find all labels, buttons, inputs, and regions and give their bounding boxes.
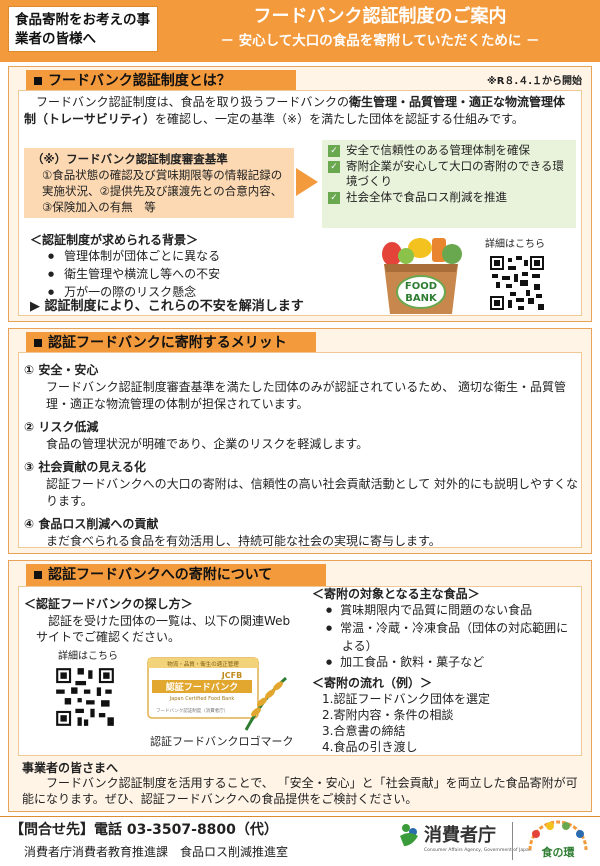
find-column: ＜認証フードバンクの探し方＞ 認証を受けた団体の一覧は、以下の関連Webサイトで… [24, 596, 298, 645]
page-subtitle: － 安心して大口の食品を寄附していただくために － [220, 33, 540, 49]
find-body: 認証を受けた団体の一覧は、以下の関連Webサイトでご確認ください。 [36, 614, 291, 645]
merit-title: ② リスク低減 [24, 420, 99, 434]
start-date-note: ※R８.４.１から開始 [486, 76, 582, 87]
footer [0, 816, 600, 866]
logo-top-text: 物流・品質・衛生の適正管理 [167, 660, 239, 668]
background-item: 万が一の際のリスク懸念 [48, 284, 220, 302]
closing-body: フードバンク認証制度を活用することで、 「安全・安心」と「社会貢献」を両立した食… [22, 776, 578, 806]
logo-caption: 認証フードバンクロゴマーク [150, 735, 294, 748]
mascot-text: 食の環 [542, 845, 576, 859]
intro-text-bold: 衛生管理・品質管理・適正な物流管理体制（トレーサビリティ） [24, 95, 565, 126]
contact-label: 【問合せ先】 [10, 822, 94, 838]
section-merit-panel [18, 352, 582, 548]
flow-item: 2.寄附内容・条件の相談 [322, 708, 454, 722]
benefit-text: 社会全体で食品ロス削減を推進 [346, 189, 507, 204]
logo-en: Japan Certified Food Bank [169, 696, 235, 702]
merit-body: フードバンク認証制度審査基準を満たした団体のみが認証されているため、 適切な衛生… [46, 380, 567, 411]
background-item: 衛生管理や横流し等への不安 [48, 266, 220, 284]
footer-divider [512, 822, 513, 860]
food-bank-bag-illustration: FOOD BANK [382, 238, 462, 314]
background-title: ＜認証制度が求められる背景＞ [30, 233, 199, 247]
logo-main: 認証フードバンク [166, 681, 238, 693]
logo-code: JCFB [221, 671, 242, 680]
page-title: フードバンク認証制度のご案内 [253, 6, 507, 27]
background-list: 管理体制が団体ごとに異なる 衛生管理や横流し等への不安 万が一の際のリスク懸念 [48, 248, 220, 302]
flow-item: 1.認証フードバンク団体を選定 [322, 692, 491, 706]
merit-title: ① 安全・安心 [24, 363, 99, 377]
section-merit-heading: 認証フードバンクに寄附するメリット [26, 332, 316, 354]
background-item: 管理体制が団体ごとに異なる [48, 248, 220, 266]
bank-label: BANK [405, 293, 438, 304]
intro-text-a: フードバンク認証制度は、食品を取り扱うフードバンクの [36, 95, 349, 109]
mascot-logo: 食の環 [528, 820, 588, 859]
merit-body: 食品の管理状況が明確であり、企業のリスクを軽減します。 [46, 437, 369, 451]
check-icon: ✓ [328, 145, 340, 157]
contact-phone: 電話 03-3507-8800（代） [94, 822, 278, 838]
section-donation-heading: 認証フードバンクへの寄附について [26, 564, 326, 586]
certification-intro: フードバンク認証制度は、食品を取り扱うフードバンクの衛生管理・品質管理・適正な物… [24, 94, 576, 128]
standard-title: （※）フードバンク認証制度審査基準 [32, 152, 228, 166]
agency-name-en: Consumer Affairs Agency, Government of J… [424, 848, 532, 853]
qr-code-icon[interactable] [54, 666, 116, 728]
flow-title: ＜寄附の流れ（例）＞ [312, 676, 433, 690]
food-label: FOOD [405, 281, 437, 292]
benefit-item: ✓ 社会全体で食品ロス削減を推進 [328, 190, 570, 206]
closing-title: 事業者の皆さまへ [22, 761, 119, 775]
section-certification-heading: フードバンク認証制度とは？ [26, 70, 296, 92]
contact-office: 消費者庁消費者教育推進課 食品ロス削減推進室 [24, 845, 289, 859]
benefit-text: 寄附企業が安心して大口の寄附のできる環境づくり [346, 158, 564, 189]
target-title: ＜寄附の対象となる主な食品＞ [312, 587, 480, 601]
benefit-item: ✓ 寄附企業が安心して大口の寄附のできる環境づくり [328, 159, 570, 190]
flow-item: 4.食品の引き渡し [322, 740, 418, 754]
arrow-right-icon [296, 168, 318, 196]
target-item: ●常温・冷蔵・冷凍食品（団体の対応範囲による） [326, 621, 569, 653]
jcfb-logo: 物流・品質・衛生の適正管理 JCFB 認証フードバンク Japan Certif… [147, 657, 287, 731]
benefit-text: 安全で信頼性のある管理体制を確保 [346, 143, 530, 157]
target-item: ●賞味期限内で品質に問題のない食品 [326, 603, 533, 617]
check-icon: ✓ [328, 160, 340, 173]
intro-text-c: を確認し、一定の基準（※）を満たした団体を認証する仕組みです。 [155, 112, 524, 126]
contact-line: 【問合せ先】電話 03-3507-8800（代） [10, 820, 278, 840]
benefits-box: ✓ 安全で信頼性のある管理体制を確保 ✓ 寄附企業が安心して大口の寄附のできる環境づ… [322, 140, 576, 228]
consumer-agency-logo-icon [400, 824, 418, 846]
merit-title: ③ 社会貢献の見える化 [24, 460, 146, 474]
audience-label: 食品寄附をお考えの事業者の皆様へ [8, 6, 158, 52]
logo-small: フードバンク認証制度（消費者庁） [156, 707, 228, 714]
qr-label-list: 詳細はこちら [58, 651, 118, 662]
merit-title: ④ 食品ロス削減への貢献 [24, 517, 159, 531]
standard-body: ①食品状態の確認及び賞味期限等の情報記録の実施状況、②提供先及び譲渡先との合意内… [42, 168, 283, 214]
check-icon: ✓ [328, 191, 340, 204]
merit-list: ① 安全・安心 フードバンク認証制度審査基準を満たした団体のみが認証されているた… [24, 362, 580, 556]
find-title: ＜認証フードバンクの探し方＞ [24, 597, 193, 611]
resolve-statement: ▶ 認証制度により、これらの不安を解消します [30, 299, 304, 314]
merit-body: 認証フードバンクへの大口の寄附は、信頼性の高い社会貢献活動として 対外的にも説明… [46, 477, 578, 508]
standard-box: （※）フードバンク認証制度審査基準 ①食品状態の確認及び賞味期限等の情報記録の実… [24, 148, 294, 218]
merit-body: まだ食べられる食品を有効活用し、持続可能な社会の実現に寄与します。 [46, 534, 441, 548]
target-column: ＜寄附の対象となる主な食品＞ ●賞味期限内で品質に問題のない食品 ●常温・冷蔵・… [312, 586, 580, 755]
qr-code-icon[interactable] [488, 254, 546, 312]
flow-item: 3.合意書の締結 [322, 724, 406, 738]
qr-label-certification: 詳細はこちら [485, 239, 545, 250]
agency-name: 消費者庁 [424, 825, 496, 846]
target-item: ●加工食品・飲料・菓子など [326, 655, 485, 669]
benefit-item: ✓ 安全で信頼性のある管理体制を確保 [328, 143, 570, 159]
